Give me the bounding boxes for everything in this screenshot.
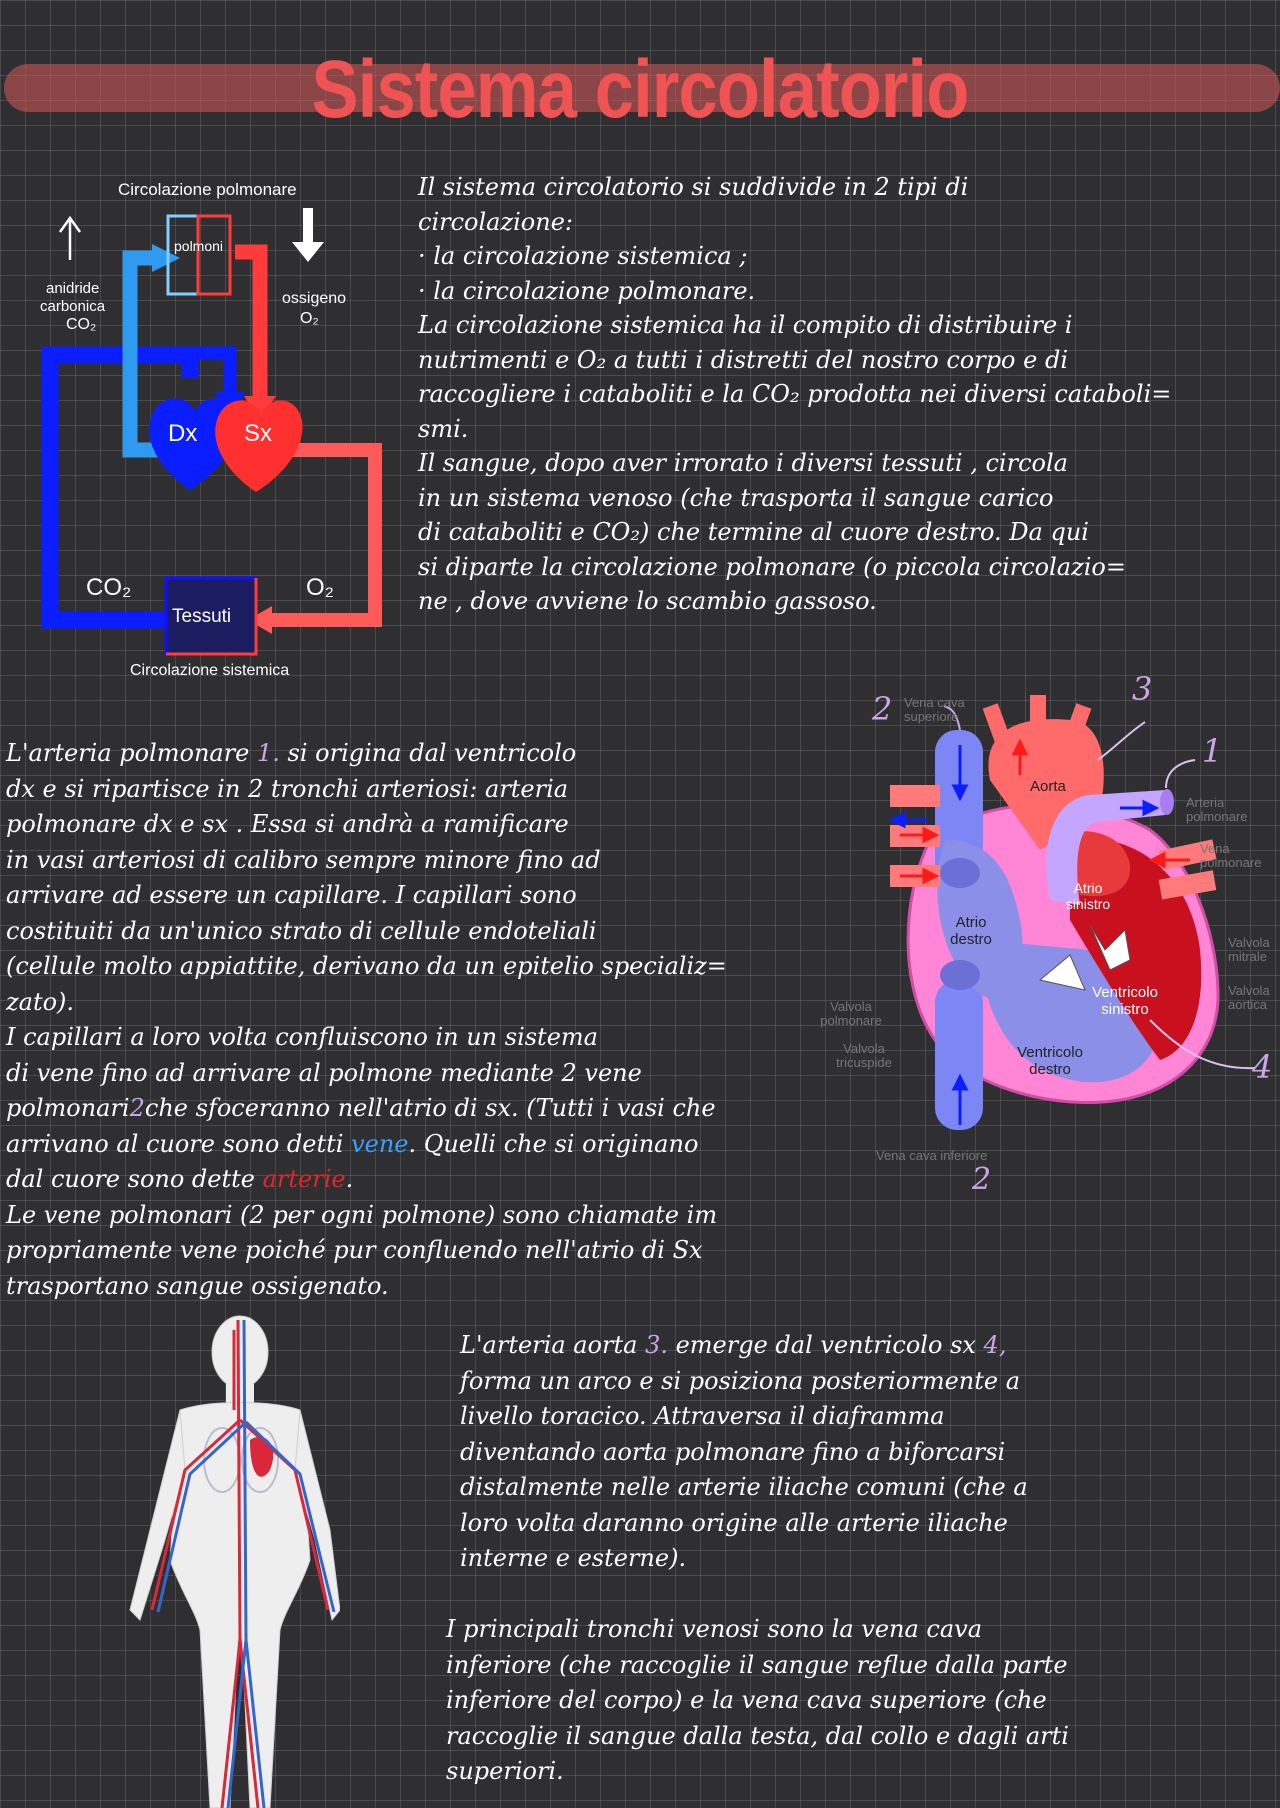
text-line: loro volta daranno origine alle arterie … [460, 1508, 1008, 1537]
intro-line: in un sistema venoso (che trasporta il s… [418, 483, 1054, 512]
word-arterie: arterie [262, 1165, 346, 1193]
heart-label-ventricolo-destro: Ventricolo destro [1017, 1044, 1083, 1078]
heart-label-ventricolo-sinistro: Ventricolo sinistro [1092, 984, 1158, 1018]
text-line: distalmente nelle arterie iliache comuni… [460, 1473, 1028, 1501]
intro-line: ne , dove avviene lo scambio gassoso. [418, 587, 877, 615]
intro-line: circolazione: [418, 207, 573, 236]
intro-line: Il sangue, dopo aver irrorato i diversi … [418, 449, 1068, 477]
intro-line: di cataboliti e CO₂) che termine al cuor… [418, 518, 1089, 546]
text-line: di vene fino ad arrivare al polmone medi… [6, 1058, 642, 1087]
heart-right [149, 398, 237, 490]
o2-right-label-1: ossigeno [282, 290, 347, 307]
lungs-label: polmoni [174, 238, 224, 254]
heart-marker-3: 3 [1132, 670, 1153, 708]
heart-sx-label: Sx [244, 420, 273, 447]
intro-paragraph: Il sistema circolatorio si suddivide in … [418, 170, 1171, 619]
text-line: costituiti da un'unico strato di cellule… [6, 916, 597, 945]
text-line: diventando aorta polmonare fino a biforc… [460, 1437, 1006, 1466]
heart-left [215, 400, 303, 492]
co2-bottom-label: CO₂ [86, 574, 132, 601]
intro-line: raccogliere i cataboliti e la CO₂ prodot… [418, 380, 1172, 408]
heart-label-valvola-polmonare: Valvola polmonare [820, 999, 882, 1028]
heart-marker-1: 1 [1202, 732, 1223, 770]
intro-line: nutrimenti e O₂ a tutti i distretti del … [418, 345, 1069, 374]
co2-left-label-1: anidride [46, 280, 100, 297]
title-band [4, 64, 1280, 112]
pulmonary-paragraph: L'arteria polmonare 1. si origina dal ve… [6, 736, 727, 1304]
intro-line: La circolazione sistemica ha il compito … [418, 311, 1073, 339]
heart-label-arteria-polmonare: Arteria polmonare [1186, 795, 1248, 824]
text-line: in vasi arteriosi di calibro sempre mino… [6, 845, 601, 874]
venous-return-path [41, 346, 199, 629]
text-line: arrivano al cuore sono detti vene. Quell… [6, 1129, 699, 1158]
heart-anatomy-diagram [888, 695, 1256, 1130]
pulmonary-vein-path [235, 244, 268, 400]
circulation-diagram [41, 208, 382, 656]
heart-label-atrio-destro: Atrio destro [950, 914, 992, 948]
up-arrow-icon [58, 215, 82, 260]
text-line: propriamente vene poiché pur confluendo … [6, 1236, 703, 1264]
heart-marker-2-bottom: 2 [972, 1162, 992, 1197]
text-line: polmonare dx e sx . Essa si andrà a rami… [6, 810, 569, 838]
text-line: zato). [6, 987, 75, 1016]
heart-label-atrio-sinistro: Atrio sinistro [1065, 880, 1111, 912]
text-line: L'arteria aorta 3. emerge dal ventricolo… [460, 1331, 1007, 1359]
text-line: livello toracico. Attraversa il diaframm… [460, 1402, 945, 1430]
text-line: superiori. [446, 1757, 564, 1785]
tissues-label: Tessuti [172, 606, 232, 627]
text-line: forma un arco e si posiziona posteriorme… [460, 1366, 1021, 1395]
text-line: Le vene polmonari (2 per ogni polmone) s… [6, 1200, 718, 1229]
word-vene: vene [351, 1129, 409, 1158]
intro-line: si diparte la circolazione polmonare (o … [418, 552, 1126, 581]
text-line: inferiore del corpo) e la vena cava supe… [446, 1686, 1047, 1714]
o2-bottom-label: O₂ [306, 574, 334, 601]
heart-label-aorta: Aorta [1030, 778, 1066, 795]
heart-label-valvola-mitrale: Valvola mitrale [1228, 935, 1270, 964]
heart-marker-4: 4 [1252, 1048, 1273, 1086]
circulation-top-label: Circolazione polmonare [118, 180, 297, 199]
text-line: arrivare ad essere un capillare. I capil… [6, 881, 577, 909]
page-title: Sistema circolatorio [311, 44, 970, 135]
heart-label-vena-cava-inferiore: Vena cava inferiore [876, 1148, 988, 1163]
o2-right-label-2: O₂ [300, 310, 319, 327]
text-line: inferiore (che raccoglie il sangue reflu… [446, 1650, 1068, 1679]
co2-left-label-3: CO₂ [66, 316, 97, 333]
heart-marker-2-top: 2 [872, 690, 893, 728]
text-line: L'arteria polmonare 1. si origina dal ve… [6, 739, 577, 767]
circulation-bottom-label: Circolazione sistemica [130, 662, 290, 679]
text-line: I principali tronchi venosi sono la vena… [446, 1615, 983, 1643]
aorta-paragraph: L'arteria aorta 3. emerge dal ventricolo… [460, 1328, 1028, 1577]
heart-label-vena-polmonare: Vena polmonare [1200, 841, 1262, 870]
veins-paragraph: I principali tronchi venosi sono la vena… [446, 1612, 1069, 1790]
intro-line: · la circolazione polmonare. [418, 276, 756, 305]
heart-label-vena-cava-superiore: Vena cava superiore [904, 695, 965, 724]
text-line: polmonari2che sfoceranno nell'atrio di s… [6, 1094, 716, 1122]
heart-dx-label: Dx [168, 420, 198, 447]
heart-label-valvola-aortica: Valvola aortica [1228, 983, 1270, 1012]
human-body-illustration [129, 1315, 340, 1808]
text-line: raccoglie il sangue dalla testa, dal col… [446, 1721, 1069, 1750]
text-line: dx e si ripartisce in 2 tronchi arterios… [6, 774, 569, 803]
heart-label-valvola-tricuspide: Valvola tricuspide [836, 1041, 892, 1070]
text-line: I capillari a loro volta confluiscono in… [6, 1023, 598, 1051]
systemic-artery-path [268, 443, 382, 627]
text-line: (cellule molto appiattite, derivano da u… [6, 952, 727, 980]
text-line: trasportano sangue ossigenato. [6, 1271, 389, 1300]
co2-left-label-2: carbonica [40, 298, 106, 315]
text-line: dal cuore sono dette arterie. [6, 1165, 354, 1193]
intro-line: Il sistema circolatorio si suddivide in … [418, 173, 969, 201]
intro-line: smi. [418, 414, 469, 443]
text-line: interne e esterne). [460, 1544, 687, 1572]
intro-line: · la circolazione sistemica ; [418, 242, 748, 270]
